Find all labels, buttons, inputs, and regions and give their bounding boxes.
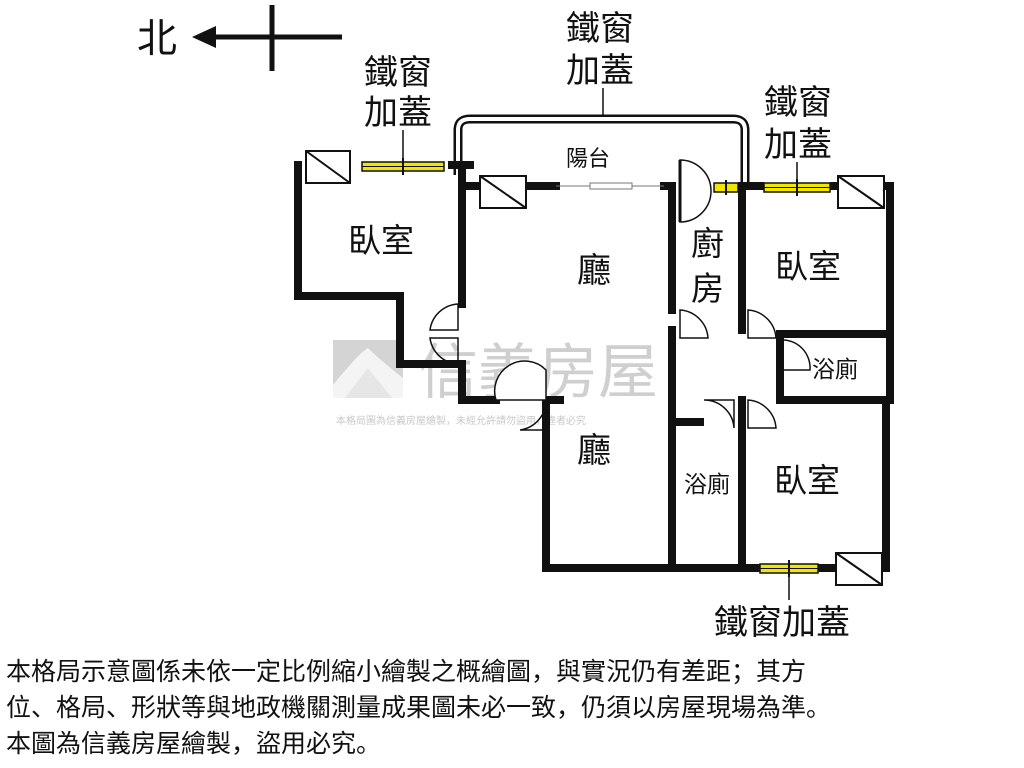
iron-windows [361,158,831,577]
room-labels: 陽台 臥室 廳 廚 房 臥室 浴廁 廳 浴廁 臥室 [348,147,858,500]
door-icon-ne-bath [747,309,777,339]
watermark-logo [333,340,403,398]
door-icon-kitchen [679,309,709,339]
living-upper-label: 廳 [577,251,611,291]
iron-window-kitchen [713,180,739,195]
box-icon-living [479,175,527,209]
bedroom-ne-label: 臥室 [775,247,841,286]
disclaimer: 本格局示意圖係未依一定比例縮小繪製之概繪圖，與實況仍有差距；其方 位、格局、形狀… [6,654,1020,762]
door-icon-s-bath [703,399,735,429]
iron-window-se [759,560,819,577]
kitchen-label-line1: 廚 [691,224,724,263]
bedroom-se-label: 臥室 [774,461,840,500]
iron-window-nw-line1: 鐵窗 [364,53,432,93]
floor-plan: 信義房屋 本格局圖為信義房屋繪製，未經允許請勿盜用，違者必究 北 [137,5,894,643]
iron-window-labels: 鐵窗 加蓋 鐵窗 加蓋 鐵窗 加蓋 鐵窗加蓋 [364,9,850,643]
disclaimer-line-1: 本格局示意圖係未依一定比例縮小繪製之概繪圖，與實況仍有差距；其方 [6,657,807,686]
north-label: 北 [137,16,177,62]
iron-window-ne [763,179,831,196]
iron-window-nw-line2: 加蓋 [364,93,432,133]
sliding-door [556,182,664,190]
iron-window-ne-line2: 加蓋 [764,125,832,165]
door-icon-lower-living [493,360,547,401]
iron-window-nw [361,158,445,175]
kitchen-label-line2: 房 [691,269,724,308]
box-icon-ne [837,175,885,209]
watermark-notice: 本格局圖為信義房屋繪製，未經允許請勿盜用，違者必究 [336,414,586,427]
door-icon-kitchen-top [679,159,712,223]
bathroom-s-label: 浴廁 [684,472,730,498]
disclaimer-line-2: 位、格局、形狀等與地政機關測量成果圖未必一致，仍須以房屋現場為準。 [6,693,832,722]
north-compass: 北 [137,5,342,71]
bathroom-e-label: 浴廁 [812,357,858,383]
door-icon-nw-bedroom [429,303,459,331]
compass-arrowhead-icon [192,26,216,48]
iron-window-balcony-line1: 鐵窗 [566,9,634,49]
iron-window-ne-line1: 鐵窗 [764,83,832,123]
window-boxes [305,150,885,586]
box-icon-se [835,552,883,586]
bedroom-nw-label: 臥室 [348,221,414,260]
iron-window-balcony-line2: 加蓋 [566,51,634,91]
living-lower-label: 廳 [577,431,611,471]
balcony-label: 陽台 [566,147,610,172]
iron-window-se-label: 鐵窗加蓋 [714,603,850,643]
door-swings [429,159,811,431]
box-icon-nw [305,150,351,184]
door-icon-se-bedroom [747,399,777,429]
disclaimer-line-3: 本圖為信義房屋繪製，盜用必究。 [6,729,382,758]
